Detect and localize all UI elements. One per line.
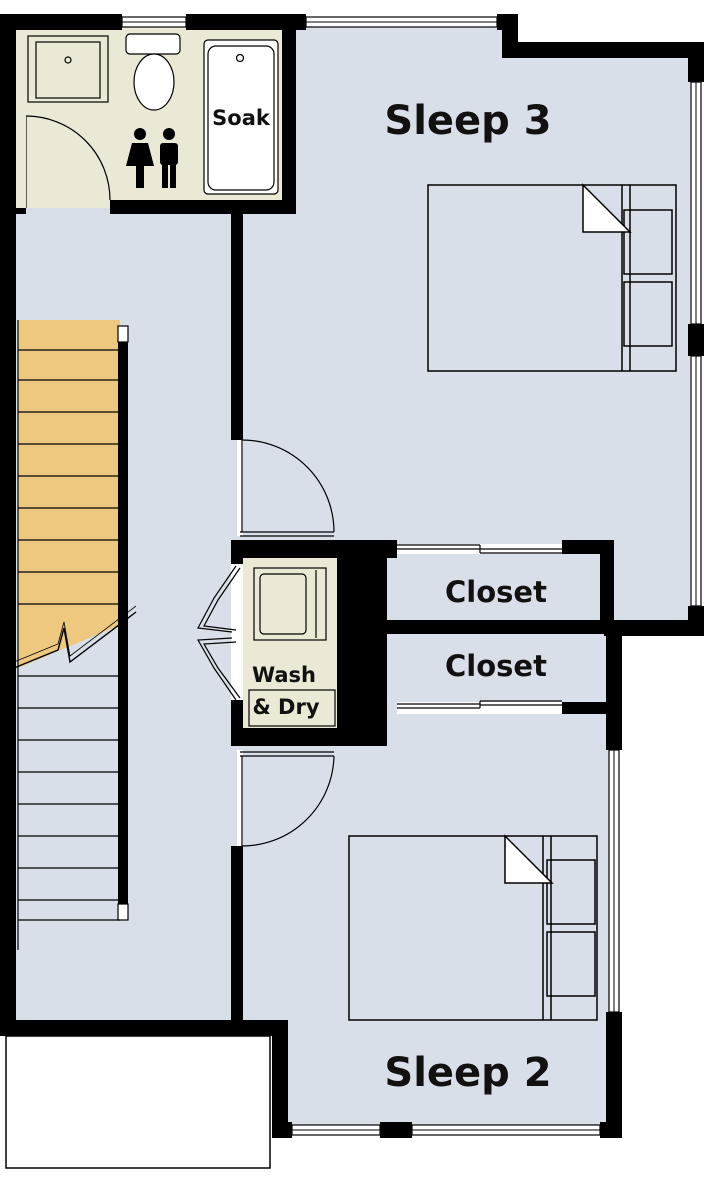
walls — [0, 14, 704, 1138]
wall-lower-vertical — [272, 1020, 288, 1138]
toilet-icon — [125, 33, 181, 111]
label-closet-upper: Closet — [445, 575, 547, 609]
closet-sliding-lower — [397, 700, 562, 714]
windows — [121, 16, 702, 1136]
closet-divider — [380, 620, 616, 634]
hall-wall-upper — [231, 200, 243, 440]
stairs — [13, 320, 137, 950]
doors — [196, 439, 562, 847]
bed-sleep2 — [348, 834, 598, 1021]
wall-right-bottom — [606, 1012, 622, 1138]
bath-wall-right — [282, 22, 296, 214]
exterior-landing — [5, 1035, 271, 1169]
closet-bottom-wall-right — [562, 702, 614, 714]
wall-right-mid — [688, 324, 704, 356]
label-dry: & Dry — [252, 695, 319, 719]
wall-notch-top — [502, 42, 704, 58]
wall-top-mid — [186, 14, 306, 30]
wall-right-lower-2 — [606, 620, 622, 750]
label-wash: Wash — [252, 663, 316, 687]
laundry-bifold-door — [196, 564, 243, 701]
bed-sleep3 — [427, 183, 677, 372]
bath-wall-bottom — [110, 200, 296, 214]
wall-right-upper — [688, 42, 704, 82]
wall-step-in — [604, 620, 704, 636]
restroom-icon — [126, 128, 178, 188]
washer-dryer-icon — [248, 567, 336, 727]
room-labels: Sleep 3 Sleep 2 Closet Closet Soak Wash … — [212, 98, 551, 1096]
bathtub-icon — [203, 39, 279, 195]
wall-bottom-mid — [380, 1122, 412, 1138]
bathroom-fixtures — [16, 33, 279, 208]
wall-top-left — [0, 14, 122, 30]
laundry-wall-left-bottom — [231, 700, 243, 746]
stairs-break-icon — [13, 605, 137, 669]
wall-lower-horizontal — [0, 1020, 288, 1036]
sink-icon — [27, 35, 109, 103]
label-sleep3: Sleep 3 — [384, 98, 551, 144]
bath-door — [16, 115, 111, 208]
door-sleep3 — [237, 439, 335, 537]
closet-sliding-upper — [397, 544, 562, 554]
hall-wall-lower — [231, 846, 243, 1022]
stairs-rail — [118, 330, 128, 920]
label-soak: Soak — [212, 106, 271, 130]
closet-top-wall-right-v — [600, 540, 614, 630]
wall-bottom-right — [600, 1122, 622, 1138]
stairs-upper-fill — [18, 320, 120, 668]
wall-left — [0, 14, 16, 1036]
laundry-wall-left-top — [231, 540, 243, 564]
label-sleep2: Sleep 2 — [384, 1050, 551, 1096]
door-sleep2 — [237, 750, 335, 847]
laundry-wall-right — [337, 540, 387, 746]
label-closet-lower: Closet — [445, 649, 547, 683]
